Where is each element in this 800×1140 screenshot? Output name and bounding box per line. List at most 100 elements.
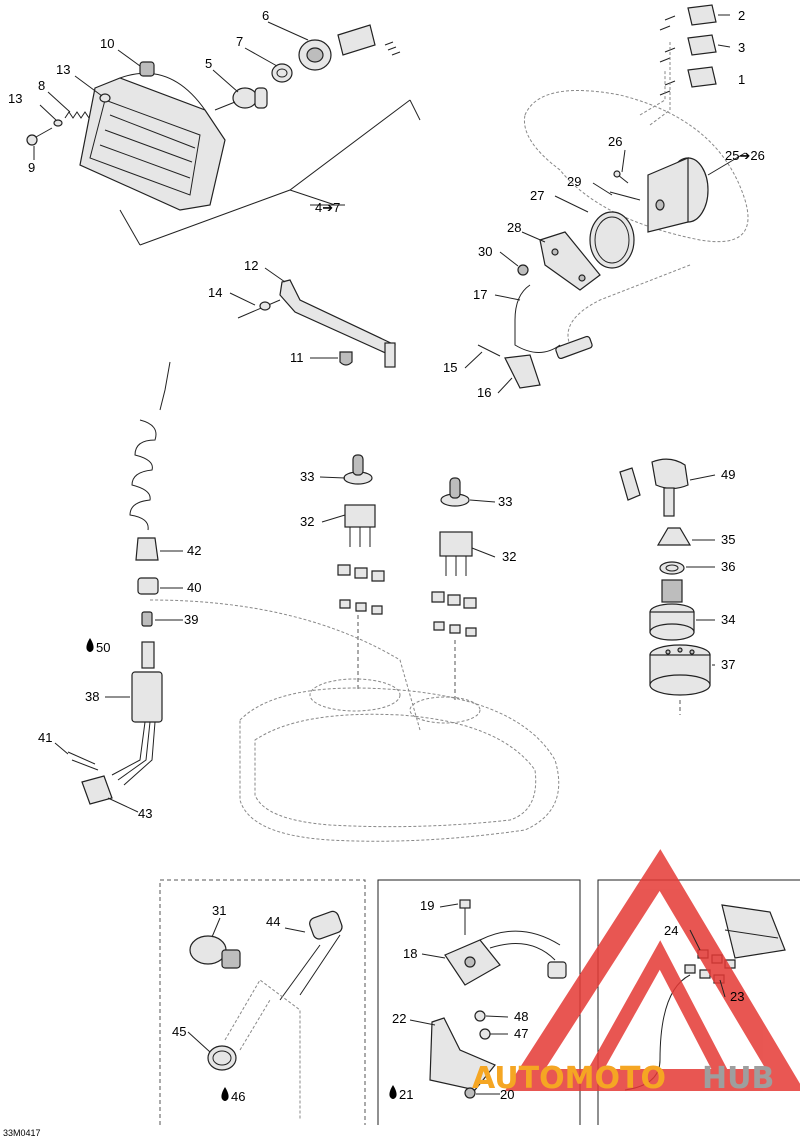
callout-33a: 33	[300, 469, 314, 484]
nut-11	[339, 351, 353, 366]
ring-27	[589, 211, 635, 269]
callout-12: 12	[244, 258, 258, 273]
callout-13a: 13	[56, 62, 70, 77]
callout-15: 15	[443, 360, 457, 375]
tether-coil-42	[129, 361, 171, 561]
regulator-right	[721, 904, 786, 959]
callout-30: 30	[478, 244, 492, 259]
callout-23: 23	[730, 989, 744, 1004]
ignition-switch-34	[649, 579, 695, 641]
screw-19	[459, 899, 471, 935]
callout-29: 29	[567, 174, 581, 189]
callout-35: 35	[721, 532, 735, 547]
detail-box-right	[597, 879, 800, 1125]
drop-icon-50	[86, 638, 94, 652]
bulb-44	[279, 910, 343, 1001]
cap-39	[141, 611, 153, 627]
watermark-logo	[504, 849, 800, 1091]
callout-47: 47	[514, 1026, 528, 1041]
washer-13a	[53, 119, 63, 127]
gauge-housing-25	[647, 157, 709, 233]
connector-43	[81, 775, 113, 805]
nut-36	[659, 561, 685, 575]
callout-32b: 32	[502, 549, 516, 564]
callout-6: 6	[262, 8, 269, 23]
callout-45: 45	[172, 1024, 186, 1039]
callout-28: 28	[507, 220, 521, 235]
callout-labels: 2 3 1 6 10 7 5 13 8 13 9 4➔7 26 25➔26 29…	[3, 8, 765, 1138]
callout-17: 17	[473, 287, 487, 302]
callout-5: 5	[205, 56, 212, 71]
callout-41: 41	[38, 730, 52, 745]
diagram-code: 33M0417	[3, 1128, 41, 1138]
washer-47	[479, 1028, 491, 1040]
bracket-28	[539, 231, 601, 291]
boot-35	[656, 527, 692, 546]
callout-16: 16	[477, 385, 491, 400]
bracket-22	[429, 1017, 496, 1091]
callout-14: 14	[208, 285, 222, 300]
bulb-socket-5	[214, 87, 268, 111]
callout-2: 2	[738, 8, 745, 23]
callout-13b: 13	[8, 91, 22, 106]
callout-11: 11	[290, 350, 304, 365]
callout-50: 50	[96, 640, 110, 655]
nut-40	[137, 577, 159, 595]
terminal-41	[67, 751, 99, 771]
switch-32a	[337, 504, 385, 615]
leader-lines	[33, 14, 746, 1095]
callout-19: 19	[420, 898, 434, 913]
callout-18: 18	[403, 946, 417, 961]
callout-22: 22	[392, 1011, 406, 1026]
switch-3	[659, 34, 717, 63]
headlamp-bracket-box	[119, 99, 421, 246]
callout-25-26: 25➔26	[725, 148, 765, 163]
callout-36: 36	[721, 559, 735, 574]
detail-box-left	[159, 879, 366, 1125]
callout-42: 42	[187, 543, 201, 558]
callout-1: 1	[738, 72, 745, 87]
callout-21: 21	[399, 1087, 413, 1102]
rectifier-18	[444, 930, 567, 986]
nut-20	[464, 1087, 476, 1099]
screw-14	[237, 299, 281, 319]
callout-31: 31	[212, 903, 226, 918]
headlamp-housing	[79, 72, 226, 211]
connector-37	[649, 644, 711, 696]
connector-16	[504, 335, 593, 389]
toggle-33a	[343, 454, 373, 485]
screw-9	[26, 127, 53, 146]
spring-8	[64, 111, 90, 119]
ring-45	[207, 1045, 237, 1071]
switch-2	[659, 4, 717, 31]
screw-26	[613, 170, 629, 184]
bracket-12	[279, 279, 396, 368]
callout-7: 7	[236, 34, 243, 49]
drop-icon-21	[389, 1085, 397, 1099]
callout-44: 44	[266, 914, 280, 929]
callout-8: 8	[38, 78, 45, 93]
callout-26: 26	[608, 134, 622, 149]
watermark-text-a: AUTOMOTO	[472, 1061, 666, 1096]
pin-15	[477, 344, 501, 357]
callout-48: 48	[514, 1009, 528, 1024]
switch-body-38	[111, 641, 163, 786]
watermark-text: AUTOMOTO HUB	[472, 1061, 774, 1096]
cable-17	[514, 264, 691, 353]
console-outline	[149, 599, 560, 842]
watermark-text-b: HUB	[702, 1061, 774, 1096]
callout-4-7: 4➔7	[315, 200, 340, 215]
callout-46: 46	[231, 1089, 245, 1104]
callout-20: 20	[500, 1087, 514, 1102]
gasket-29	[609, 191, 641, 201]
callout-33b: 33	[498, 494, 512, 509]
callout-24: 24	[664, 923, 678, 938]
callout-10: 10	[100, 36, 114, 51]
clip-10	[139, 61, 155, 77]
callout-40: 40	[187, 580, 201, 595]
callout-39: 39	[184, 612, 198, 627]
callout-37: 37	[721, 657, 735, 672]
key-49	[619, 458, 689, 517]
